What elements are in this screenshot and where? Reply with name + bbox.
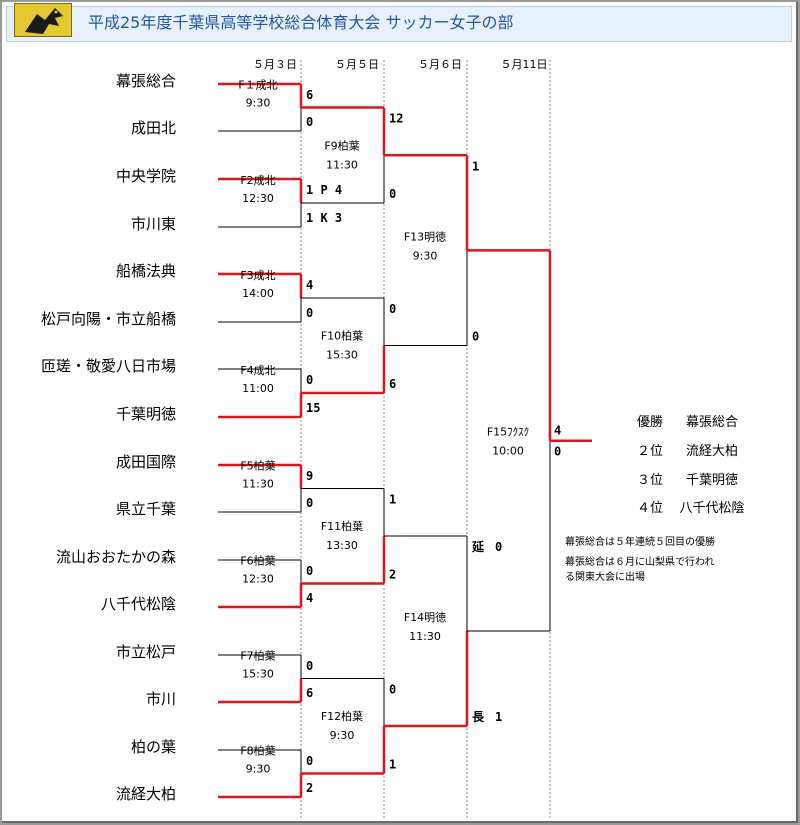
team-name: 成田国際 bbox=[116, 453, 176, 471]
result-rank: 優勝 bbox=[637, 415, 663, 430]
r2-match-label: F9柏葉 bbox=[324, 138, 359, 152]
final-score-bottom: 0 bbox=[554, 445, 561, 459]
r2-match-label: F11柏葉 bbox=[321, 519, 363, 533]
team-name: 流経大柏 bbox=[116, 785, 176, 803]
team-name: 船橋法典 bbox=[116, 262, 176, 280]
final-match-label: F15ﾌｸｽｸ bbox=[487, 426, 529, 439]
r1-score-top: 4 bbox=[306, 278, 313, 292]
r2-match-time: 11:30 bbox=[326, 158, 358, 171]
r1-score-bottom: 0 bbox=[306, 496, 313, 510]
note-text: る関東大会に出場 bbox=[565, 570, 645, 583]
r1-match-time: 12:30 bbox=[242, 573, 274, 586]
team-name: 市川東 bbox=[131, 215, 176, 233]
r3-match-time: 9:30 bbox=[413, 249, 438, 262]
r1-match-label: F１成北 bbox=[238, 79, 277, 92]
date-header: ５月11日 bbox=[501, 58, 548, 71]
r3-match-label: F13明徳 bbox=[404, 230, 446, 243]
r1-match-label: F8柏葉 bbox=[240, 744, 275, 758]
r1-match-label: F6柏葉 bbox=[240, 554, 275, 568]
r2-match-time: 13:30 bbox=[326, 539, 358, 552]
result-team: 流経大柏 bbox=[686, 444, 738, 459]
r2-score-bottom: 6 bbox=[389, 377, 396, 391]
r3-match-label: F14明徳 bbox=[404, 611, 446, 624]
team-name: 匝瑳・敬愛八日市場 bbox=[41, 357, 176, 375]
r1-score-top: 0 bbox=[306, 373, 313, 387]
team-name: 市立松戸 bbox=[116, 643, 176, 661]
r2-score-bottom: 2 bbox=[389, 568, 396, 582]
final-match-time: 10:00 bbox=[492, 445, 524, 458]
r1-match-time: 15:30 bbox=[242, 668, 274, 681]
team-name: 流山おおたかの森 bbox=[56, 548, 176, 566]
r1-score-top: 0 bbox=[306, 659, 313, 673]
date-header: ５月３日 bbox=[253, 58, 297, 71]
r1-score-bottom: 4 bbox=[306, 591, 313, 605]
r1-score-top: 6 bbox=[306, 88, 313, 102]
note-text: 幕張総合は５年連続５回目の優勝 bbox=[565, 535, 715, 548]
r1-score-bottom: 2 bbox=[306, 781, 313, 795]
r1-match-label: F4成北 bbox=[240, 364, 275, 377]
result-rank: ４位 bbox=[637, 501, 663, 516]
r3-extra-top: 延 bbox=[471, 539, 485, 554]
r1-score-bottom: 6 bbox=[306, 686, 313, 700]
r2-match-label: F12柏葉 bbox=[321, 709, 363, 723]
r1-match-time: 9:30 bbox=[246, 763, 271, 776]
result-rank: ３位 bbox=[637, 473, 663, 488]
date-header: ５月６日 bbox=[418, 58, 462, 71]
result-team: 千葉明徳 bbox=[686, 473, 738, 488]
r1-score-bottom: 15 bbox=[306, 401, 320, 415]
r2-match-label: F10柏葉 bbox=[321, 329, 363, 343]
r1-match-label: F5柏葉 bbox=[240, 459, 275, 473]
r3-extra-bottom: 長 bbox=[472, 709, 485, 724]
team-name: 柏の葉 bbox=[131, 738, 176, 756]
r1-match-time: 12:30 bbox=[242, 192, 274, 205]
team-name: 市川 bbox=[146, 690, 176, 708]
r3-score-top: 0 bbox=[495, 540, 502, 554]
team-name: 成田北 bbox=[131, 119, 176, 137]
r1-match-time: 14:00 bbox=[242, 287, 274, 300]
result-rank: ２位 bbox=[637, 444, 663, 459]
final-score-top: 4 bbox=[554, 424, 561, 438]
team-name: 幕張総合 bbox=[116, 72, 176, 90]
r2-score-bottom: 0 bbox=[389, 187, 396, 201]
r2-score-top: 0 bbox=[389, 683, 396, 697]
r2-score-top: 0 bbox=[389, 302, 396, 316]
r1-score-top: 0 bbox=[306, 564, 313, 578]
r1-score-top: 9 bbox=[306, 469, 313, 483]
r1-score-bottom: 1 K 3 bbox=[306, 211, 342, 225]
r2-match-time: 15:30 bbox=[326, 349, 358, 362]
r1-match-time: 9:30 bbox=[246, 97, 271, 110]
result-team: 幕張総合 bbox=[686, 415, 738, 430]
r2-score-top: 12 bbox=[389, 112, 403, 126]
header-bar bbox=[6, 6, 792, 42]
result-team: 八千代松陰 bbox=[679, 501, 744, 516]
r3-score-bottom: 0 bbox=[472, 330, 479, 344]
r2-score-top: 1 bbox=[389, 493, 396, 507]
r3-match-time: 11:30 bbox=[409, 630, 441, 643]
team-name: 中央学院 bbox=[116, 167, 176, 185]
team-name: 松戸向陽・市立船橋 bbox=[41, 310, 176, 328]
r1-match-time: 11:00 bbox=[242, 382, 274, 395]
r2-match-time: 9:30 bbox=[330, 729, 355, 742]
r1-score-bottom: 0 bbox=[306, 306, 313, 320]
team-name: 八千代松陰 bbox=[101, 595, 176, 613]
team-name: 千葉明徳 bbox=[116, 405, 176, 423]
team-name: 県立千葉 bbox=[116, 500, 176, 518]
date-header: ５月５日 bbox=[335, 58, 379, 71]
r1-match-label: F3成北 bbox=[240, 269, 275, 282]
note-text: 幕張総合は６月に山梨県で行われ bbox=[565, 555, 715, 568]
r1-score-top: 1 P 4 bbox=[306, 183, 342, 197]
page-title: 平成25年度千葉県高等学校総合体育大会 サッカー女子の部 bbox=[88, 13, 514, 32]
r1-score-top: 0 bbox=[306, 754, 313, 768]
r3-score-bottom: 1 bbox=[495, 710, 502, 724]
bird-logo-icon bbox=[14, 3, 72, 37]
r1-match-label: F7柏葉 bbox=[240, 649, 275, 663]
r3-score-top: 1 bbox=[472, 159, 479, 173]
r2-score-bottom: 1 bbox=[389, 758, 396, 772]
r1-match-time: 11:30 bbox=[242, 478, 274, 491]
r1-match-label: F2成北 bbox=[240, 174, 275, 187]
r1-score-bottom: 0 bbox=[306, 115, 313, 129]
